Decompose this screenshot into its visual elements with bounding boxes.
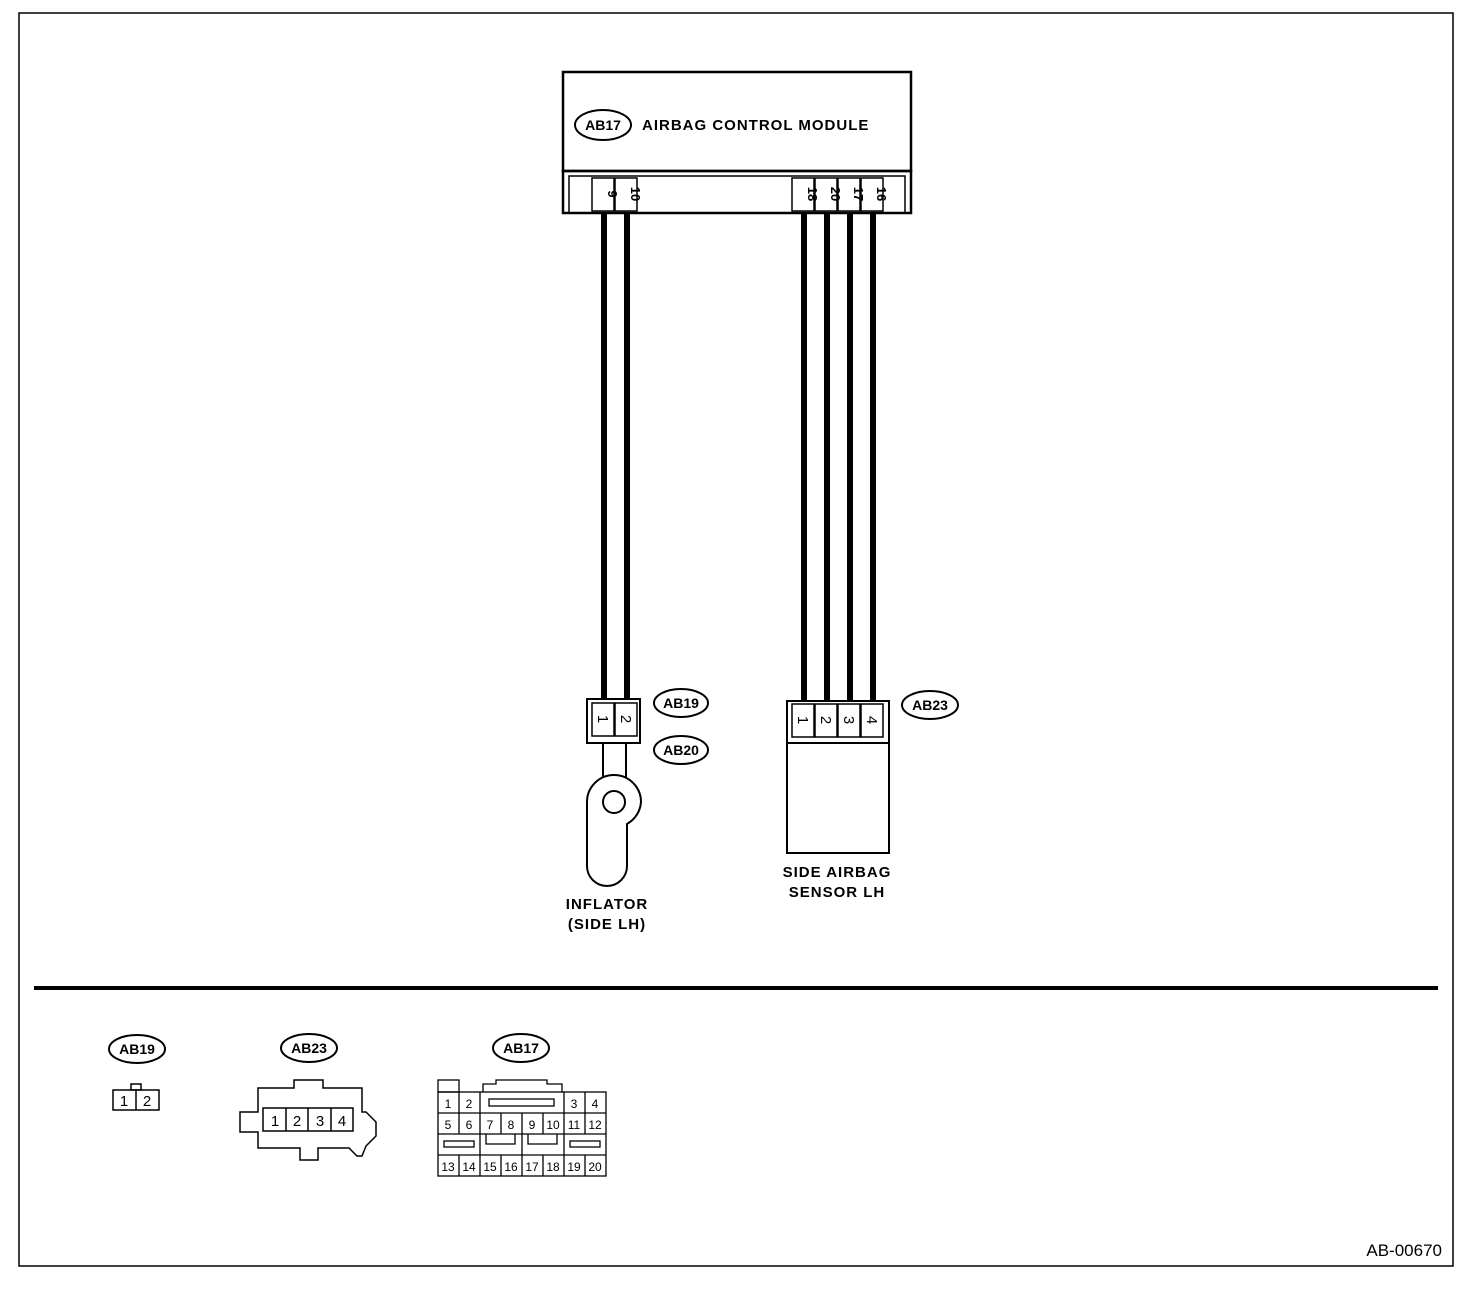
legend-ab17-pin-4: 4 <box>592 1097 599 1111</box>
module-pin-10: 10 <box>628 187 643 201</box>
wire-20-to-2 <box>824 213 830 701</box>
inflator-label-line2: (SIDE LH) <box>568 916 646 933</box>
legend-ab17-pin-16: 16 <box>504 1160 518 1174</box>
sensor-connector-id: AB23 <box>912 697 948 713</box>
sensor-label-line1: SIDE AIRBAG <box>783 864 892 881</box>
module-connector-id: AB17 <box>585 117 621 133</box>
inflator-connector-tag-2 <box>653 735 709 765</box>
sensor-pin-3: 3 <box>840 716 857 724</box>
inflator-connector-id-2: AB20 <box>663 742 699 758</box>
airbag-control-module: AB17 AIRBAG CONTROL MODULE 9 10 18 20 17… <box>561 70 913 215</box>
sensor-pin-1: 1 <box>794 716 811 724</box>
legend-ab23-pin-3: 3 <box>316 1113 324 1130</box>
sensor-pin-4: 4 <box>863 716 880 724</box>
module-pin-9: 9 <box>605 190 620 197</box>
module-pin-cells <box>591 177 884 212</box>
legend-ab23-tag: AB23 <box>291 1040 327 1056</box>
side-sensor-body <box>786 742 890 854</box>
legend-ab23-pin-2: 2 <box>293 1113 301 1130</box>
legend-ab19-tag: AB19 <box>119 1041 155 1057</box>
wire-harness <box>601 213 876 701</box>
wire-16-to-4 <box>870 213 876 701</box>
inflator-label-line1: INFLATOR <box>566 896 648 913</box>
legend-ab17-pin-15: 15 <box>483 1160 497 1174</box>
legend-ab17-pin-5: 5 <box>445 1118 452 1132</box>
legend-ab17-pin-17: 17 <box>525 1160 539 1174</box>
legend-ab17-pin-1: 1 <box>445 1097 452 1111</box>
inflator-pin-2: 2 <box>617 715 634 723</box>
inflator-connector-tag-1 <box>653 688 709 718</box>
legend-ab17-pin-6: 6 <box>466 1118 473 1132</box>
inflator-connector-id-1: AB19 <box>663 695 699 711</box>
side-sensor-connector: 1 2 3 4 <box>786 700 890 744</box>
sensor-connector-tag <box>901 690 959 720</box>
module-pin-18: 18 <box>805 187 820 201</box>
legend-ab23-pin-4: 4 <box>338 1113 346 1130</box>
inflator-connector: 1 2 <box>586 698 641 744</box>
legend-ab17-pin-11: 11 <box>568 1118 581 1132</box>
inflator-body <box>586 743 643 887</box>
legend-ab23: AB23 1 2 3 4 <box>239 1033 377 1161</box>
module-title: AIRBAG CONTROL MODULE <box>642 117 869 134</box>
module-connector-tag <box>574 109 632 141</box>
legend-ab17-pin-2: 2 <box>466 1097 473 1111</box>
wire-17-to-3 <box>847 213 853 701</box>
figure-id: AB-00670 <box>1366 1241 1442 1260</box>
sensor-label-line2: SENSOR LH <box>789 884 886 901</box>
module-pin-17: 17 <box>851 187 866 201</box>
legend-ab17-pin-14: 14 <box>462 1160 476 1174</box>
legend-ab17-pin-3: 3 <box>571 1097 578 1111</box>
inflator-pin-1: 1 <box>594 715 611 723</box>
wire-9-to-1 <box>601 213 607 699</box>
legend-ab19: AB19 1 2 <box>108 1034 166 1111</box>
module-pin-16: 16 <box>874 187 889 201</box>
legend-ab23-pin-1: 1 <box>271 1113 279 1130</box>
legend-ab17-pin-20: 20 <box>588 1160 602 1174</box>
legend-ab17-pin-19: 19 <box>567 1160 581 1174</box>
legend-ab19-pin-2: 2 <box>143 1093 151 1110</box>
wire-18-to-1 <box>801 213 807 701</box>
legend-ab17-pin-12: 12 <box>588 1118 602 1132</box>
legend-ab17-tag: AB17 <box>503 1040 539 1056</box>
legend-ab17-pin-9: 9 <box>529 1118 536 1132</box>
module-pin-20: 20 <box>828 187 843 201</box>
legend-ab17-pin-13: 13 <box>441 1160 455 1174</box>
legend-ab17: AB17 <box>437 1033 607 1177</box>
legend-ab19-pin-1: 1 <box>120 1093 128 1110</box>
legend-ab17-pin-18: 18 <box>546 1160 560 1174</box>
outer-frame <box>18 12 1454 1267</box>
legend-ab17-pin-10: 10 <box>546 1118 560 1132</box>
sensor-pin-2: 2 <box>817 716 834 724</box>
legend-ab17-pin-8: 8 <box>508 1118 515 1132</box>
wire-10-to-2 <box>624 213 630 699</box>
legend-ab17-pin-7: 7 <box>487 1118 494 1132</box>
